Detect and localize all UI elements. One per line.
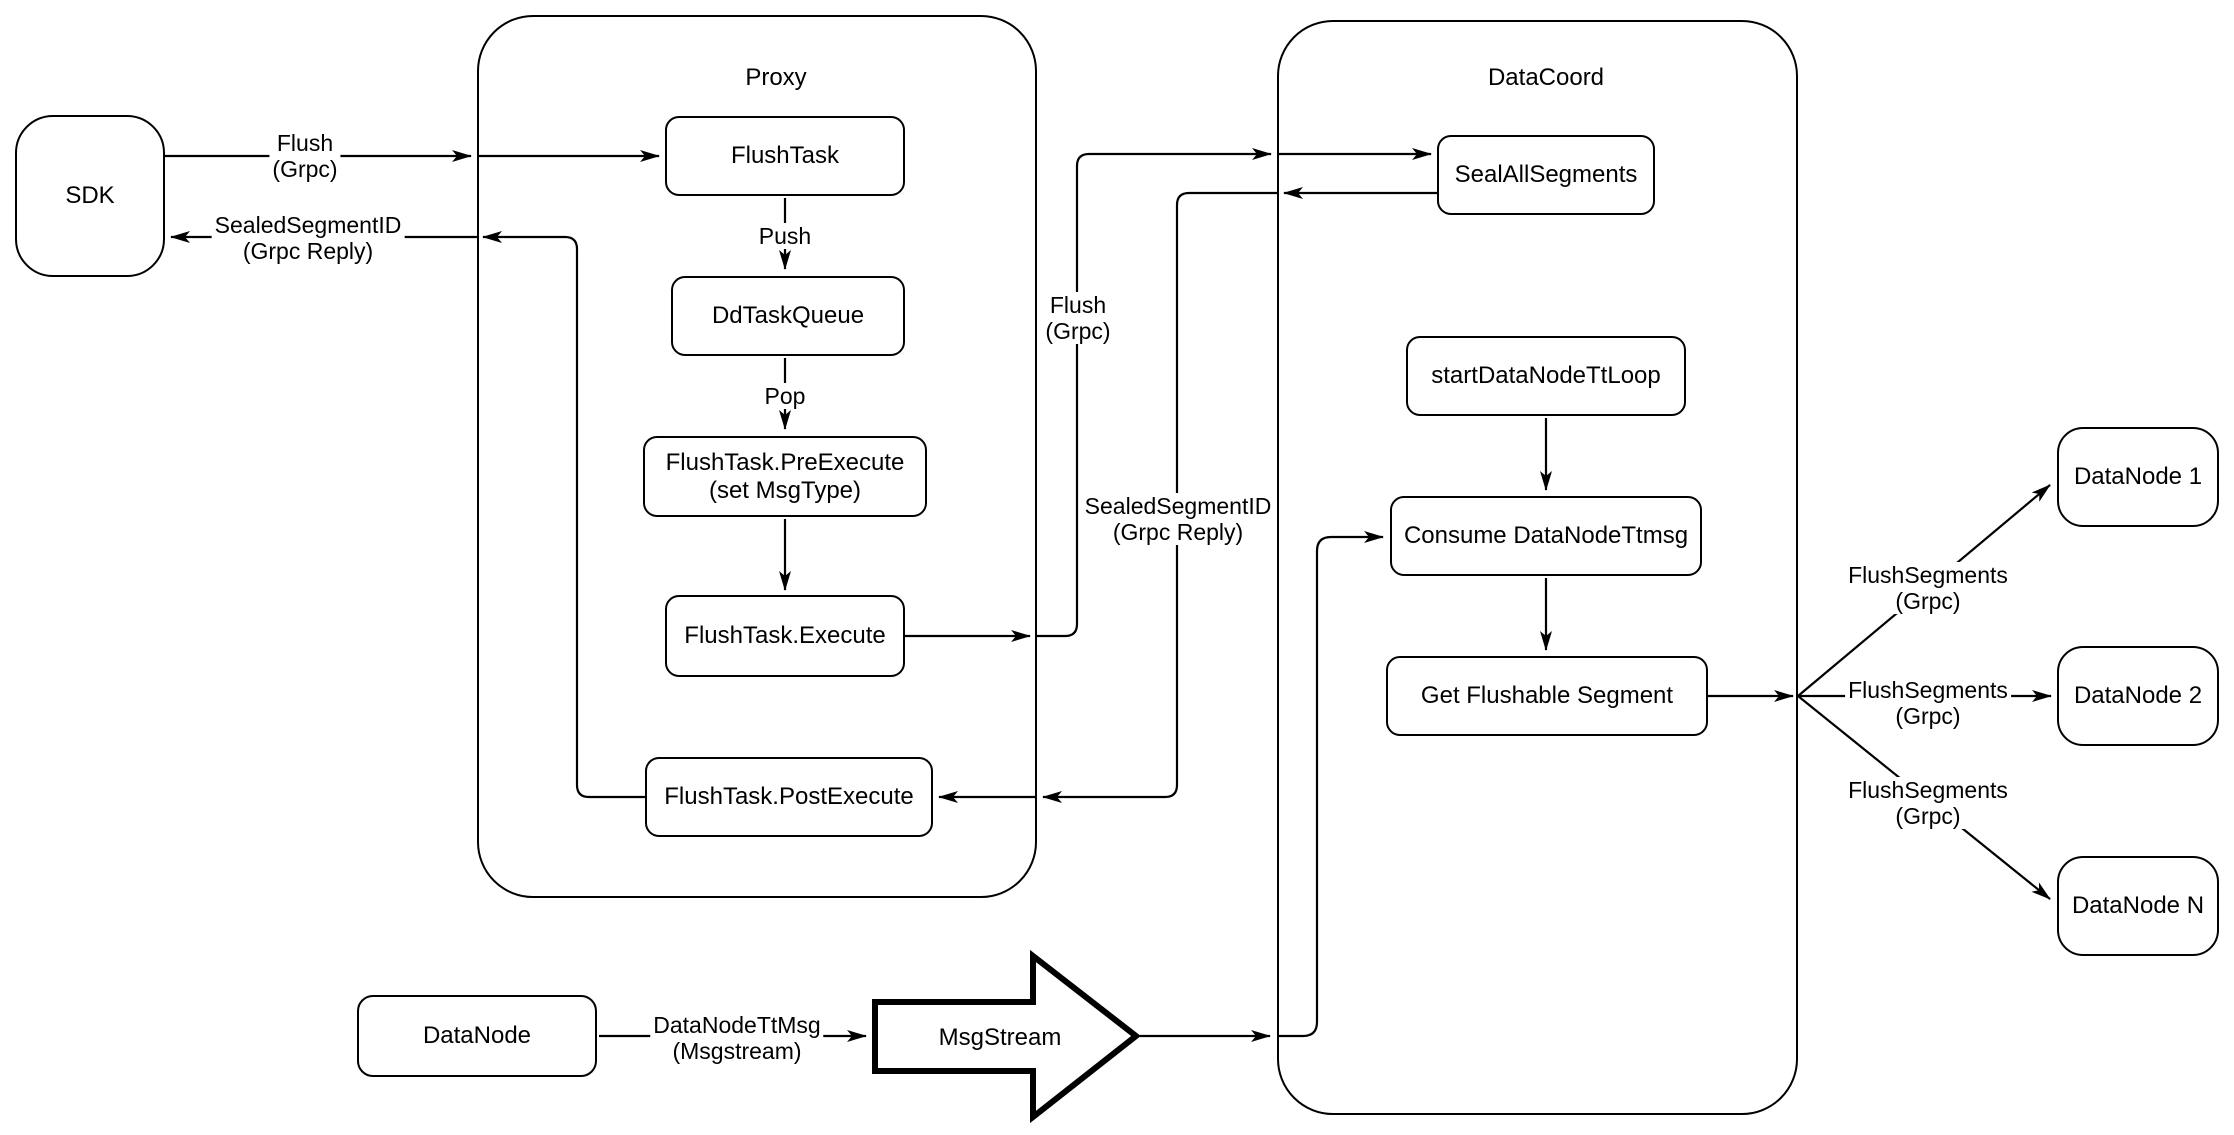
edge-label-datanodettmsg: DataNodeTtMsg (Msgstream) <box>650 1012 824 1064</box>
datacoord-container <box>1277 20 1798 1115</box>
node-flushtask-execute: FlushTask.Execute <box>665 595 905 677</box>
node-get-flushable-segment: Get Flushable Segment <box>1386 656 1708 736</box>
datacoord-container-title: DataCoord <box>1487 64 1605 91</box>
edge-label-flushsegments-1: FlushSegments (Grpc) <box>1845 562 2011 614</box>
edge-flush-grpc-to-datacoord-border <box>1037 148 1272 638</box>
node-consume-datanodettmsg: Consume DataNodeTtmsg <box>1390 496 1702 576</box>
edge-postexecute-to-proxy-border <box>482 231 645 799</box>
proxy-container-title: Proxy <box>745 64 807 91</box>
proxy-container <box>477 15 1037 898</box>
node-flushtask-postexecute: FlushTask.PostExecute <box>645 757 933 837</box>
node-flushtask: FlushTask <box>665 116 905 196</box>
edge-label-flushsegments-3: FlushSegments (Grpc) <box>1845 777 2011 829</box>
node-datanode-2: DataNode 2 <box>2057 646 2219 746</box>
node-ddtaskqueue: DdTaskQueue <box>671 276 905 356</box>
edge-datacoord-border-to-consume <box>1277 531 1384 1038</box>
node-datanode-1: DataNode 1 <box>2057 427 2219 527</box>
edge-label-flush-grpc-sdk: Flush (Grpc) <box>269 130 341 182</box>
edge-label-sealedsegmentid-mid: SealedSegmentID (Grpc Reply) <box>1081 493 1275 545</box>
msgstream-label: MsgStream <box>938 1024 1062 1051</box>
node-sealallsegments: SealAllSegments <box>1437 135 1655 215</box>
node-startdatanodettloop: startDataNodeTtLoop <box>1406 336 1686 416</box>
msgstream-arrow-shape <box>872 949 1141 1124</box>
node-sdk: SDK <box>15 115 165 277</box>
edge-label-sealedsegmentid-sdk: SealedSegmentID (Grpc Reply) <box>211 212 405 264</box>
node-flushtask-preexecute: FlushTask.PreExecute (set MsgType) <box>643 436 927 517</box>
node-datanode-n: DataNode N <box>2057 856 2219 956</box>
node-datanode-source: DataNode <box>357 995 597 1077</box>
edge-label-push: Push <box>755 223 815 249</box>
edge-label-flush-grpc-mid: Flush (Grpc) <box>1042 292 1114 344</box>
edge-label-pop: Pop <box>761 383 809 409</box>
edge-label-flushsegments-2: FlushSegments (Grpc) <box>1845 677 2011 729</box>
